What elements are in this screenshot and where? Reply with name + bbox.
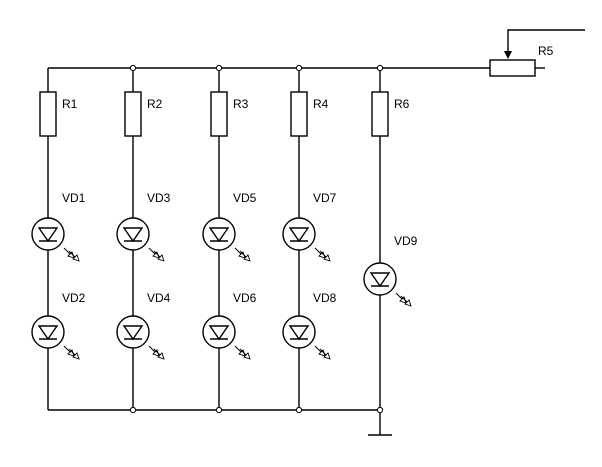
junction-dot (129, 406, 137, 414)
resistor-r4: R4 (290, 91, 329, 137)
label-vd1: VD1 (62, 191, 86, 205)
led-vd3: VD3 (116, 191, 171, 262)
label-r2: R2 (147, 97, 163, 111)
label-vd2: VD2 (62, 291, 86, 305)
label-vd3: VD3 (147, 191, 171, 205)
potentiometer-r5: R5 (489, 29, 585, 77)
junction-dot (376, 406, 384, 414)
junction-dot (215, 406, 223, 414)
junction-dot (295, 406, 303, 414)
led-vd2: VD2 (31, 291, 86, 360)
resistor-r1: R1 (39, 91, 78, 137)
resistor-r2: R2 (124, 91, 163, 137)
resistor-r3: R3 (210, 91, 249, 137)
label-vd5: VD5 (233, 191, 257, 205)
junction-dot (376, 64, 384, 72)
label-vd6: VD6 (233, 291, 257, 305)
junctions (129, 64, 384, 414)
led-vd4: VD4 (116, 291, 171, 360)
resistor-r6: R6 (371, 91, 410, 137)
label-r5: R5 (538, 44, 554, 58)
led-vd9: VD9 (363, 234, 418, 307)
label-vd7: VD7 (313, 191, 337, 205)
junction-dot (129, 64, 137, 72)
label-r3: R3 (233, 97, 249, 111)
led-vd7: VD7 (282, 191, 337, 262)
label-vd4: VD4 (147, 291, 171, 305)
led-vd5: VD5 (202, 191, 257, 262)
label-vd9: VD9 (394, 234, 418, 248)
led-vd6: VD6 (202, 291, 257, 360)
junction-dot (295, 64, 303, 72)
label-r1: R1 (62, 97, 78, 111)
junction-dot (215, 64, 223, 72)
label-r6: R6 (394, 97, 410, 111)
led-vd1: VD1 (31, 191, 86, 262)
led-vd8: VD8 (282, 291, 337, 360)
label-vd8: VD8 (313, 291, 337, 305)
label-r4: R4 (313, 97, 329, 111)
